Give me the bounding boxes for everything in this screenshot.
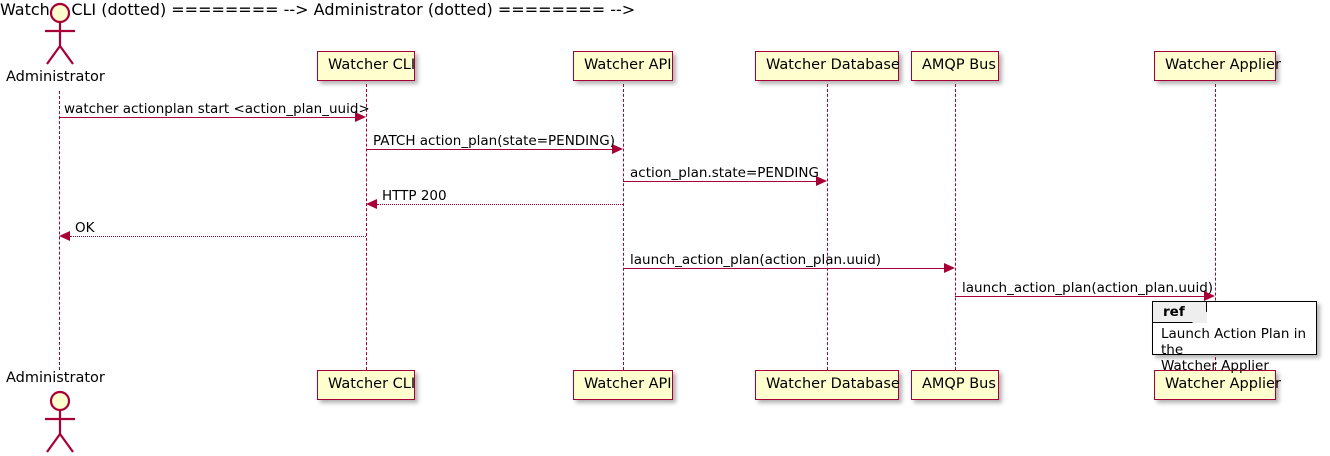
actor-label-administrator-bottom: Administrator — [6, 370, 105, 386]
lifeline-watcher-applier — [1215, 84, 1216, 370]
ref-body-line-1: Launch Action Plan in the — [1161, 326, 1307, 358]
participant-label-watcher-applier-top: Watcher Applier — [1165, 57, 1281, 73]
participant-label-amqp-bus-bottom: AMQP Bus — [922, 376, 996, 392]
participant-amqp-bus-bottom[interactable]: AMQP Bus — [911, 370, 999, 400]
participant-watcher-api-bottom[interactable]: Watcher API — [573, 370, 673, 400]
arrowhead-6 — [944, 263, 955, 273]
actor-administrator-bottom — [45, 390, 75, 453]
lifeline-watcher-database — [827, 84, 828, 370]
participant-watcher-cli-bottom[interactable]: Watcher CLI — [317, 370, 415, 400]
ref-operator-label: ref — [1163, 304, 1185, 320]
arrowhead-4 — [366, 199, 377, 209]
message-line-5 — [70, 236, 366, 237]
message-line-6 — [623, 268, 944, 269]
participant-label-watcher-database-top: Watcher Database — [766, 57, 900, 73]
lifeline-watcher-api — [623, 84, 624, 370]
message-label-6: launch_action_plan(action_plan.uuid) — [630, 252, 882, 268]
message-line-2 — [366, 149, 612, 150]
lifeline-watcher-cli — [366, 84, 367, 370]
message-label-1: watcher actionplan start <action_plan_uu… — [64, 101, 370, 117]
arrowhead-3 — [816, 176, 827, 186]
ref-body-text: Launch Action Plan in the Watcher Applie… — [1161, 326, 1321, 374]
arrowhead-7 — [1204, 291, 1215, 301]
participant-label-watcher-applier-bottom: Watcher Applier — [1165, 376, 1281, 392]
participant-label-watcher-cli-bottom: Watcher CLI — [328, 376, 416, 392]
participant-label-watcher-database-bottom: Watcher Database — [766, 376, 900, 392]
arrowhead-5 — [59, 231, 70, 241]
ref-body-line-2: Watcher Applier — [1161, 358, 1269, 374]
participant-label-watcher-api-top: Watcher API — [584, 57, 672, 73]
message-label-7: launch_action_plan(action_plan.uuid) — [962, 280, 1214, 296]
ref-fragment-launch-action-plan[interactable]: ref Launch Action Plan in the Watcher Ap… — [1152, 301, 1317, 374]
participant-watcher-database-bottom[interactable]: Watcher Database — [755, 370, 900, 400]
message-label-5: OK — [75, 220, 95, 236]
participant-watcher-applier-bottom[interactable]: Watcher Applier — [1154, 370, 1281, 400]
message-line-7 — [955, 296, 1204, 297]
message-label-4: HTTP 200 — [382, 188, 447, 204]
arrowhead-2 — [612, 144, 623, 154]
ref-tab — [1153, 302, 1207, 323]
participant-label-amqp-bus-top: AMQP Bus — [922, 57, 996, 73]
actor-administrator-top — [45, 2, 75, 65]
message-line-3 — [623, 181, 816, 182]
participant-watcher-cli-top[interactable]: Watcher CLI — [317, 51, 415, 81]
lifeline-administrator — [59, 91, 60, 370]
message-line-1 — [59, 117, 355, 118]
participant-watcher-applier-top[interactable]: Watcher Applier — [1154, 51, 1281, 81]
message-label-2: PATCH action_plan(state=PENDING) — [373, 133, 615, 149]
lifeline-amqp-bus — [955, 84, 956, 370]
participant-amqp-bus-top[interactable]: AMQP Bus — [911, 51, 999, 81]
arrowhead-1 — [355, 112, 366, 122]
participant-label-watcher-cli-top: Watcher CLI — [328, 57, 416, 73]
message-line-4 — [377, 204, 623, 205]
actor-label-administrator-top: Administrator — [6, 69, 105, 85]
participant-watcher-api-top[interactable]: Watcher API — [573, 51, 673, 81]
participant-label-watcher-api-bottom: Watcher API — [584, 376, 672, 392]
participant-watcher-database-top[interactable]: Watcher Database — [755, 51, 900, 81]
message-label-3: action_plan.state=PENDING — [630, 165, 819, 181]
